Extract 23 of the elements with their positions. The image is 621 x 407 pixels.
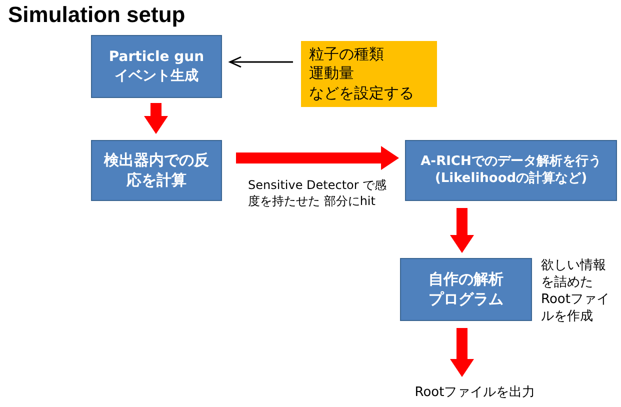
note-box — [301, 41, 437, 107]
block-arrow — [236, 146, 399, 170]
node-text: (Likelihoodの計算など) — [434, 170, 588, 188]
side-note: 欲しい情報を詰めたRootファイルを作成 — [541, 258, 610, 326]
node-text: 粒子の種類 — [309, 44, 384, 64]
node-text: 検出器内での反応を計算 — [102, 151, 210, 190]
arrow — [229, 56, 293, 68]
edge-label: Sensitive Detector で感度を持たせた 部分にhit — [248, 178, 388, 210]
diagram-title: Simulation setup — [8, 2, 186, 28]
process-box — [405, 140, 617, 201]
node-text: などを設定する — [309, 84, 414, 104]
block-arrow — [144, 103, 168, 134]
block-arrow — [450, 328, 474, 377]
node-text: イベント生成 — [114, 66, 198, 85]
node-text: Particle gun — [108, 48, 204, 66]
node-text: Rootファイルを出力 — [414, 384, 536, 402]
block-arrow — [450, 208, 474, 253]
node-text: A-RICHでのデータ解析を行う — [420, 154, 602, 170]
node-text: 自作の解析プログラム — [428, 270, 504, 309]
process-box — [91, 35, 222, 98]
process-box — [400, 258, 532, 321]
process-box — [91, 140, 222, 201]
node-text: 運動量 — [309, 64, 354, 84]
